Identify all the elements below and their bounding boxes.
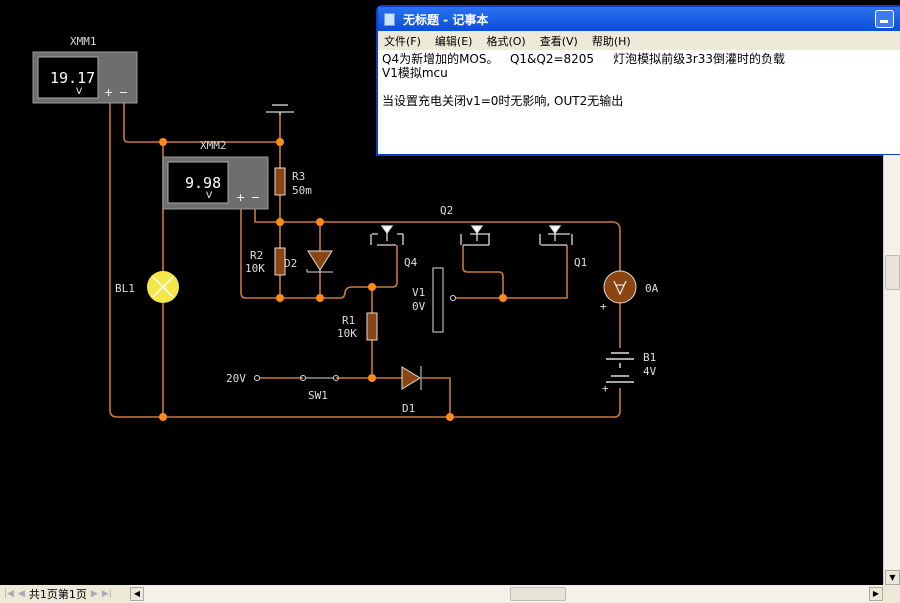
v1-name: V1 (412, 286, 425, 299)
xmm2-minus: − (251, 191, 260, 204)
vertical-scrollbar[interactable]: ▼ (883, 155, 900, 585)
menu-help[interactable]: 帮助(H) (591, 34, 631, 48)
page-navigator: |◀◀ 共1页第1页 ▶▶| (0, 586, 130, 602)
zener-diode-d2[interactable]: D2 (284, 250, 333, 273)
sw1-label: SW1 (308, 389, 328, 402)
text-line: V1模拟mcu (382, 66, 448, 80)
q1-label: Q1 (574, 256, 587, 269)
r3-value: 50m (292, 184, 312, 197)
xmm2-plus: + (236, 191, 245, 204)
mosfet-q1[interactable] (539, 225, 573, 246)
b1-name: B1 (643, 351, 656, 364)
lamp-bl1[interactable]: BL1 (115, 271, 179, 303)
q4-label: Q4 (404, 256, 418, 269)
xmm1-label: XMM1 (70, 35, 97, 48)
diode-d1[interactable]: D1 (401, 366, 422, 415)
menu-view[interactable]: 查看(V) (539, 34, 578, 48)
minimize-button[interactable] (875, 10, 894, 28)
bl1-label: BL1 (115, 282, 135, 295)
page-indicator: 共1页第1页 (28, 588, 87, 601)
source-20v[interactable]: 20V (226, 372, 260, 385)
prev-page-icon[interactable]: ◀ (17, 589, 25, 599)
xmm1-plus: + (104, 86, 113, 99)
horizontal-scrollbar[interactable]: ◀ ▶ (130, 586, 883, 602)
scroll-left-button[interactable]: ◀ (130, 587, 144, 601)
xmm2-unit: V (206, 191, 213, 201)
xmm1-minus: − (119, 86, 128, 99)
b1-value: 4V (643, 365, 657, 378)
ground-icon (266, 104, 294, 115)
xmm1-reading: 19.17 (50, 69, 95, 87)
xmm1-unit: V (76, 87, 83, 97)
ammeter-reading: 0A (645, 282, 659, 295)
text-line (382, 80, 900, 94)
ammeter[interactable]: 0A + (600, 270, 659, 313)
multimeter-xmm2[interactable]: XMM2 9.98 V + − (162, 139, 269, 210)
vertical-scroll-thumb[interactable] (885, 255, 900, 290)
junction-nodes (159, 138, 507, 421)
text-line: 当设置充电关闭v1=0时无影响, OUT2无输出 (382, 94, 624, 108)
r1-name: R1 (342, 314, 355, 327)
horizontal-scroll-thumb[interactable] (510, 587, 566, 601)
xmm2-label: XMM2 (200, 139, 227, 152)
scroll-down-button[interactable]: ▼ (885, 570, 900, 585)
mosfet-q4[interactable] (370, 225, 404, 246)
mosfet-q2[interactable] (460, 225, 490, 246)
last-page-icon[interactable]: ▶| (101, 589, 112, 599)
multimeter-xmm1[interactable]: XMM1 19.17 V + − (32, 35, 138, 104)
text-line: Q4为新增加的MOS。 Q1&Q2=8205 灯泡模拟前级3r33倒灌时的负载 (382, 52, 785, 66)
xmm2-reading: 9.98 (185, 174, 221, 192)
menu-edit[interactable]: 编辑(E) (434, 34, 473, 48)
sheet-tab-bar: |◀◀ 共1页第1页 ▶▶| ◀ ▶ (0, 585, 900, 603)
q2-label: Q2 (440, 204, 453, 217)
menu-file[interactable]: 文件(F) (384, 34, 421, 48)
notepad-icon (384, 12, 395, 26)
r3-name: R3 (292, 170, 305, 183)
source-label: 20V (226, 372, 246, 385)
notepad-title: 无标题 - 记事本 (403, 12, 489, 27)
r1-value: 10K (337, 327, 357, 340)
b1-plus: + (602, 382, 609, 395)
r2-name: R2 (250, 249, 263, 262)
r2-value: 10K (245, 262, 265, 275)
first-page-icon[interactable]: |◀ (4, 589, 14, 599)
v1-value: 0V (412, 300, 426, 313)
notepad-menu-bar: 文件(F) 编辑(E) 格式(O) 查看(V) 帮助(H) (378, 31, 900, 50)
d2-label: D2 (284, 257, 297, 270)
notepad-window[interactable]: 无标题 - 记事本 文件(F) 编辑(E) 格式(O) 查看(V) 帮助(H) … (376, 5, 900, 156)
d1-label: D1 (402, 402, 415, 415)
scroll-right-button[interactable]: ▶ (869, 587, 883, 601)
menu-format[interactable]: 格式(O) (486, 34, 526, 48)
switch-sw1[interactable]: SW1 (300, 375, 339, 403)
notepad-title-bar[interactable]: 无标题 - 记事本 (378, 7, 900, 31)
ammeter-plus: + (600, 300, 607, 313)
wires (109, 103, 621, 418)
next-page-icon[interactable]: ▶ (90, 589, 98, 599)
